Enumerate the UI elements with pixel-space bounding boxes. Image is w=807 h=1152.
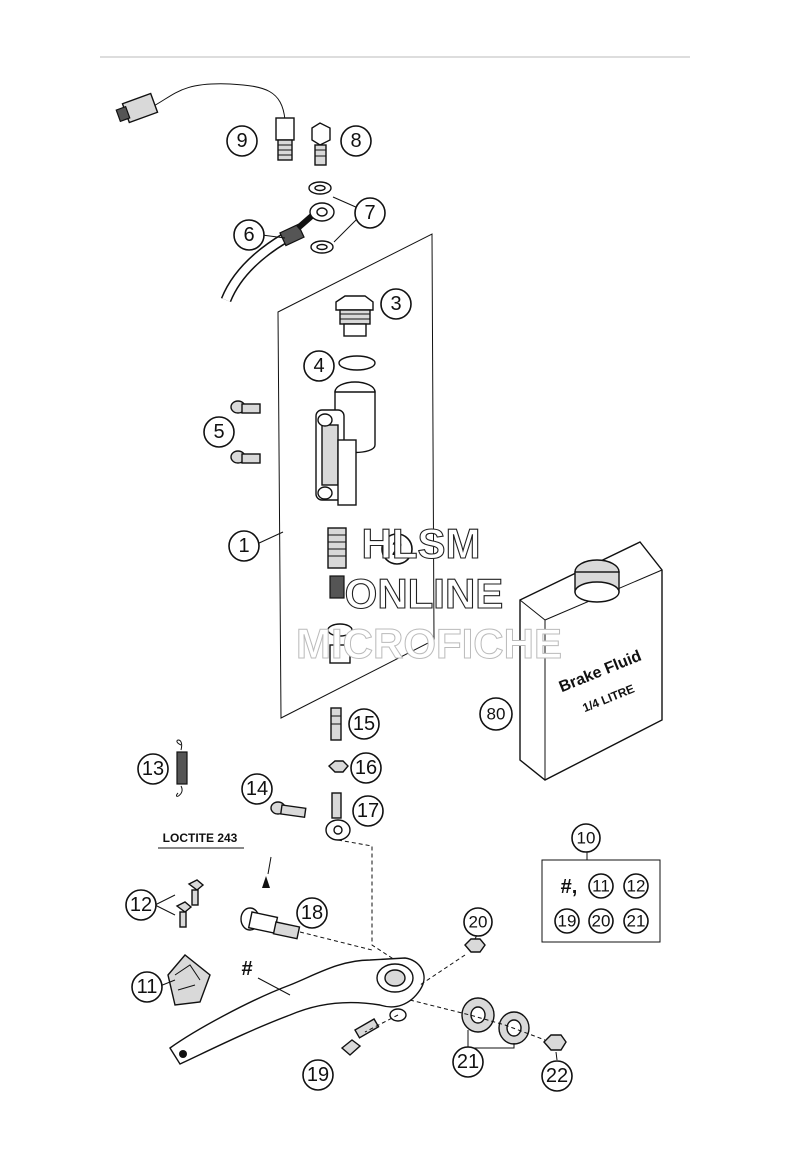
loctite-note: LOCTITE 243: [163, 831, 238, 845]
svg-text:5: 5: [213, 421, 224, 443]
kit-box-item-20: 20: [592, 912, 611, 931]
callout-3: 3: [380, 288, 412, 320]
callout-12: 12: [125, 889, 157, 921]
tread-plate-part: [167, 954, 211, 1006]
kit-box-item-11: 11: [592, 877, 610, 896]
svg-text:18: 18: [301, 902, 323, 924]
callout-8: 8: [340, 125, 372, 157]
kit-box-item-19: 19: [558, 912, 577, 931]
pedal-hash-mark: #: [241, 958, 252, 980]
footpeg-screw-part: [175, 879, 205, 928]
brake-hose-part: [220, 202, 335, 303]
callout-80: 80: [479, 697, 513, 731]
callout-4: 4: [303, 350, 335, 382]
banjo-bolt-part: [311, 122, 331, 166]
leader-lines: [154, 196, 558, 1061]
o-ring-part: [338, 355, 376, 371]
pivot-bolt-part: [270, 801, 307, 819]
svg-text:16: 16: [355, 757, 377, 779]
bearing-part: [461, 997, 530, 1045]
callout-5: 5: [203, 416, 235, 448]
screw-part: [230, 400, 261, 464]
svg-text:17: 17: [357, 800, 379, 822]
callout-10: 10: [571, 823, 601, 853]
hex-nut-part: [327, 760, 349, 773]
svg-text:2: 2: [391, 538, 402, 560]
svg-text:11: 11: [137, 976, 158, 998]
callout-21: 21: [452, 1046, 484, 1078]
watermark-line-2: ONLINE: [345, 570, 504, 617]
kit-box-item-21: 21: [627, 912, 646, 931]
kit-box: #, 11 12 19 20 21: [541, 851, 661, 943]
callout-22: 22: [541, 1060, 573, 1092]
callout-7: 7: [354, 197, 386, 229]
callout-15: 15: [348, 708, 380, 740]
reservoir-plug-part: [335, 295, 374, 337]
collar-nut-part: [543, 1034, 567, 1051]
sealing-washer-part: [308, 181, 334, 254]
master-cylinder-body-part: [315, 381, 376, 506]
svg-text:6: 6: [243, 224, 254, 246]
svg-text:3: 3: [390, 293, 401, 315]
watermark-line-3: MICROFICHE: [296, 620, 562, 667]
svg-text:21: 21: [457, 1051, 479, 1073]
shoulder-bolt-part: [240, 876, 301, 940]
brake-pedal-part: [169, 957, 425, 1065]
svg-text:4: 4: [313, 355, 324, 377]
callout-6: 6: [233, 219, 265, 251]
svg-text:9: 9: [236, 130, 247, 152]
pedal-bolt-part: [340, 1018, 380, 1056]
clevis-part: [325, 792, 351, 841]
svg-text:19: 19: [307, 1064, 329, 1086]
assembly-outline-panel: [277, 233, 435, 719]
svg-text:80: 80: [487, 705, 506, 724]
svg-text:20: 20: [469, 913, 488, 932]
svg-text:12: 12: [130, 894, 152, 916]
return-spring-part: [176, 739, 188, 797]
callout-18: 18: [296, 897, 328, 929]
callout-11: 11: [131, 971, 163, 1003]
callout-9: 9: [226, 125, 258, 157]
callout-1: 1: [228, 530, 260, 562]
svg-text:13: 13: [142, 758, 164, 780]
kit-box-hash: #,: [561, 876, 578, 898]
brake-fluid-bottle: Brake Fluid 1/4 LITRE: [519, 541, 663, 781]
push-rod-part: [330, 707, 342, 741]
callout-19: 19: [302, 1059, 334, 1091]
callout-13: 13: [137, 753, 169, 785]
callout-2: 2: [381, 533, 413, 565]
watermark-line-1: HLSM: [362, 520, 481, 567]
svg-text:1: 1: [238, 535, 249, 557]
kit-box-item-12: 12: [627, 877, 646, 896]
callout-14: 14: [241, 773, 273, 805]
svg-text:7: 7: [364, 202, 375, 224]
svg-text:8: 8: [350, 130, 361, 152]
piston-kit-part: [327, 527, 353, 664]
pedal-nut-part: [464, 938, 486, 953]
callout-17: 17: [352, 795, 384, 827]
svg-text:10: 10: [577, 829, 596, 848]
callout-16: 16: [350, 752, 382, 784]
callout-20: 20: [463, 907, 493, 937]
svg-text:14: 14: [246, 778, 268, 800]
svg-text:22: 22: [546, 1065, 568, 1087]
svg-text:15: 15: [353, 713, 375, 735]
brake-light-switch-part: [115, 83, 295, 161]
